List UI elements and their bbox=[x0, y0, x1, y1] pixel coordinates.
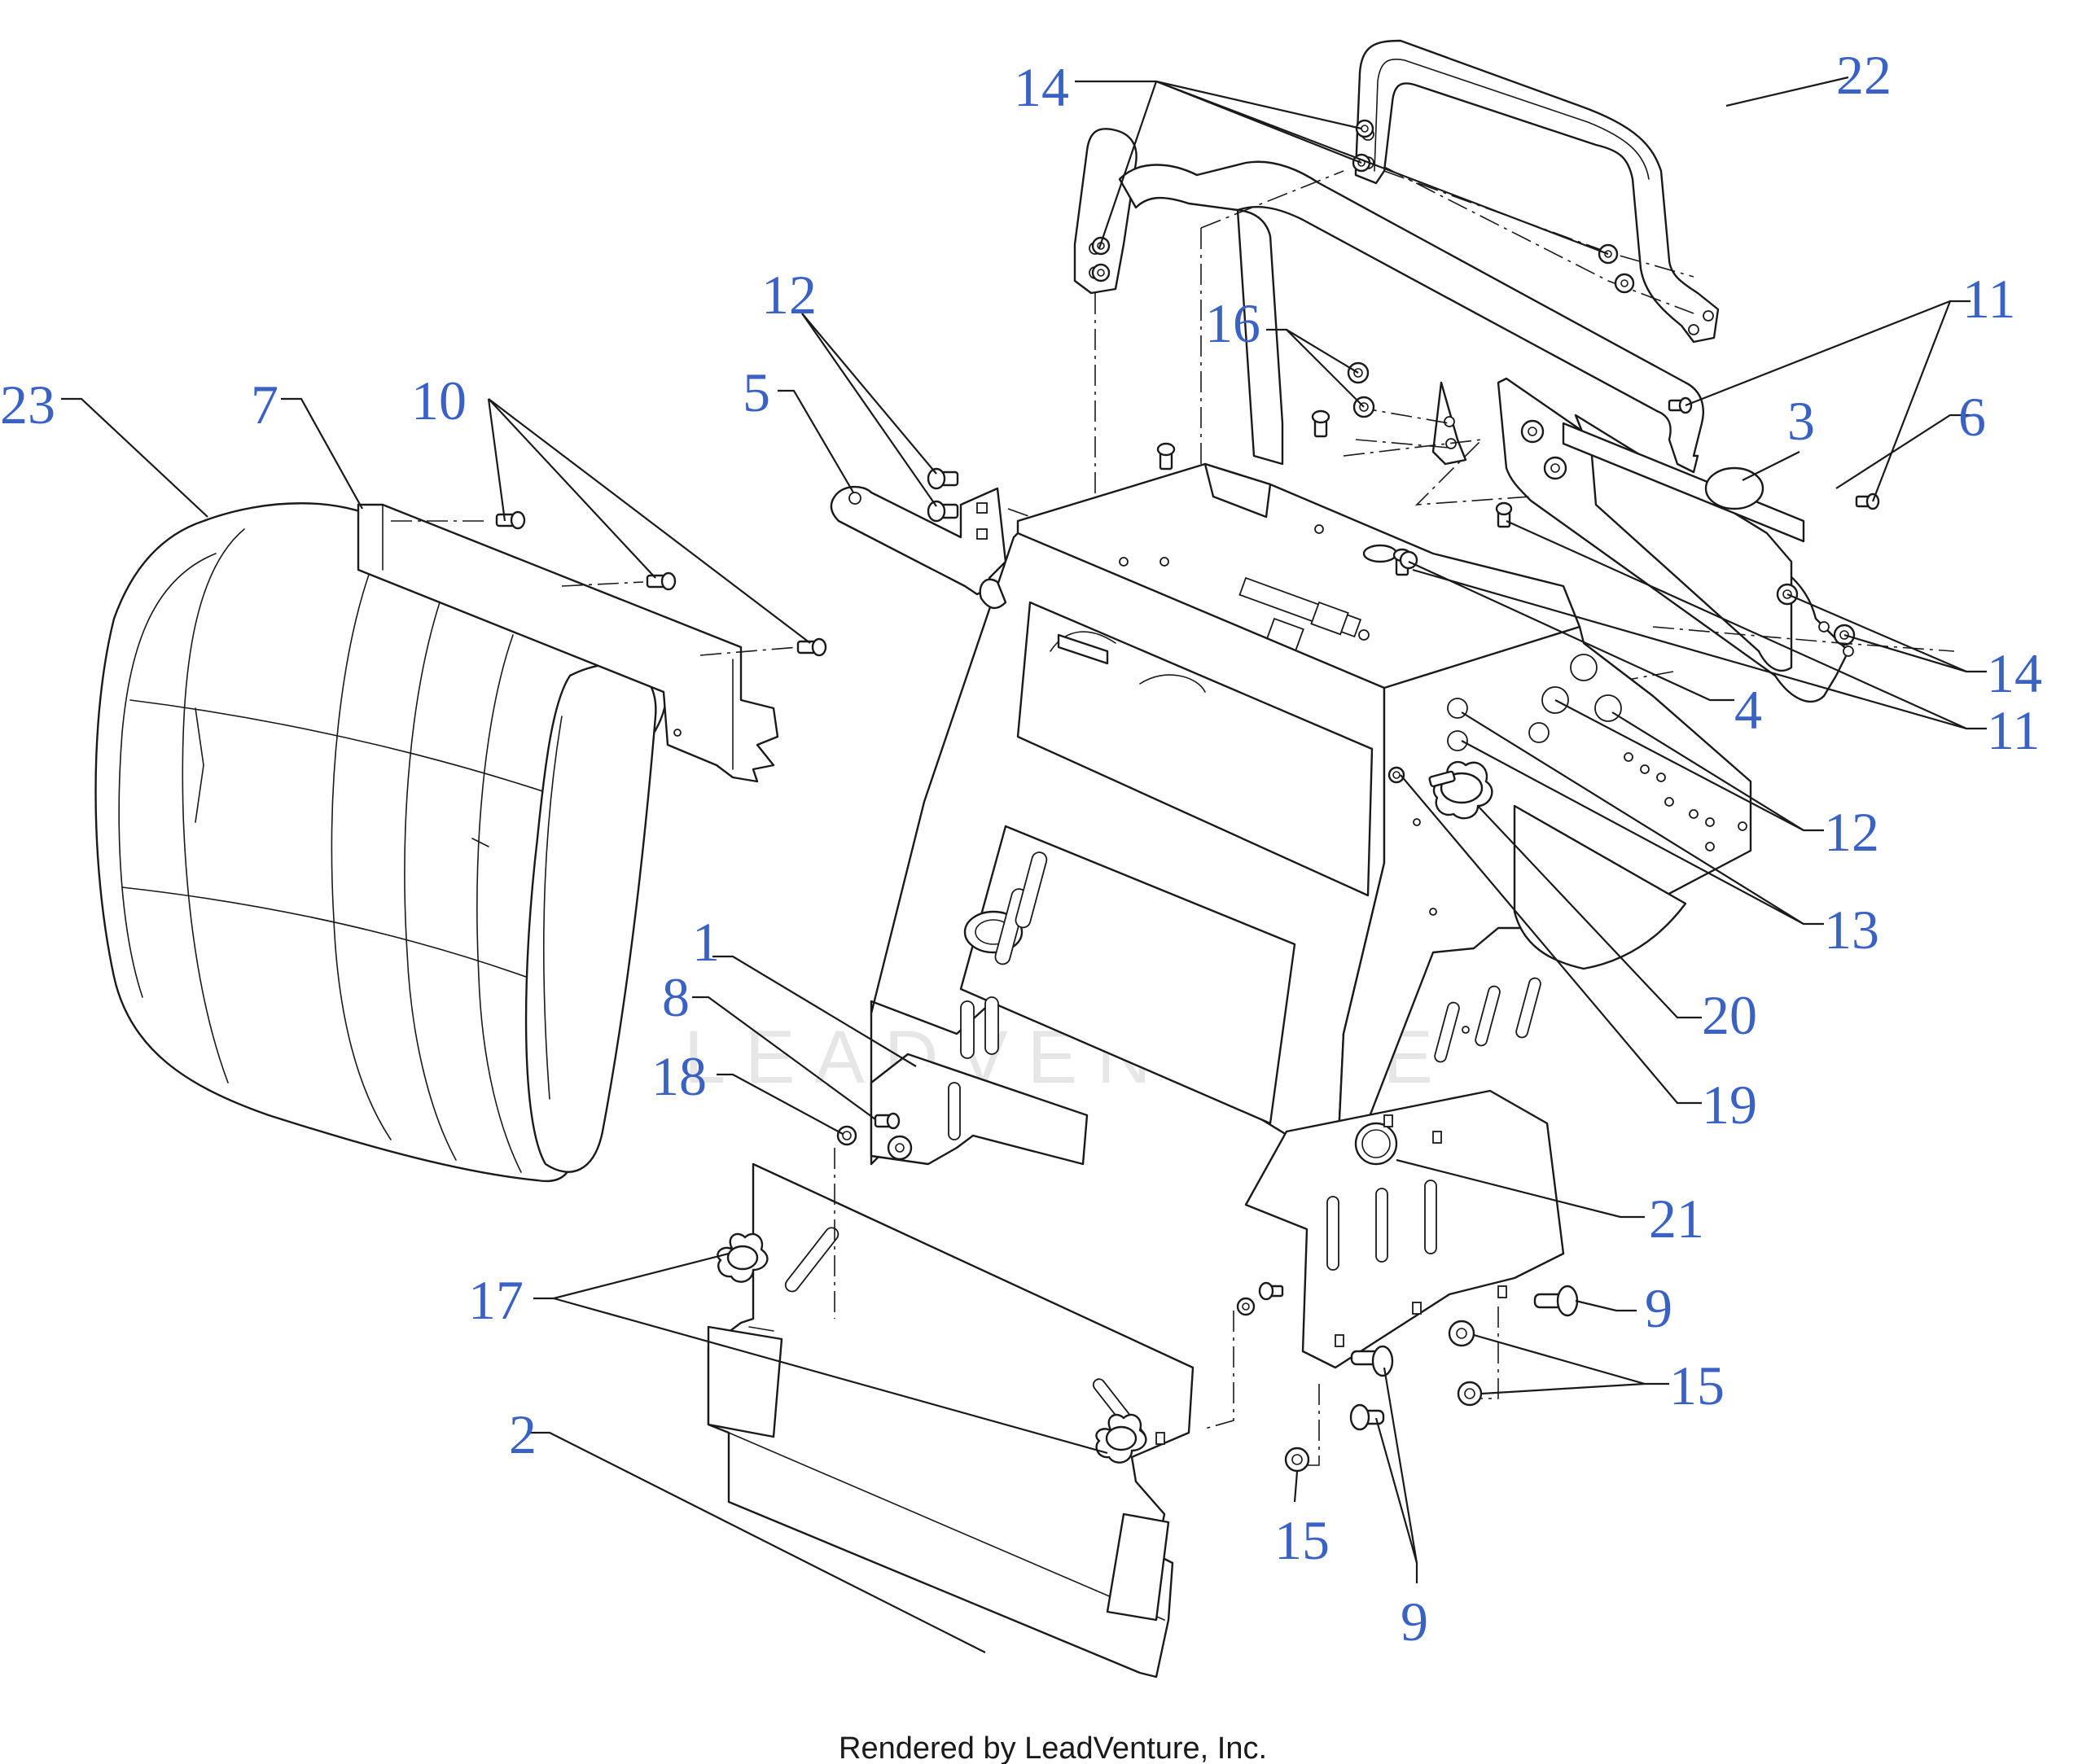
bolt-icon bbox=[1495, 501, 1513, 528]
washers-part-14a bbox=[1598, 243, 1635, 294]
bolt-icon bbox=[646, 571, 677, 591]
assembly-line bbox=[1355, 439, 1450, 449]
assembly-line bbox=[1652, 626, 1955, 652]
callout-19: 19 bbox=[1702, 1074, 1757, 1136]
knob-icon bbox=[717, 1232, 769, 1283]
callout-15-right: 15 bbox=[1669, 1355, 1725, 1416]
bolt-icon bbox=[1311, 409, 1330, 438]
bolt-icon bbox=[1668, 396, 1693, 414]
assembly-line bbox=[1343, 438, 1532, 506]
bolt-icon bbox=[1156, 442, 1176, 471]
washer-icon bbox=[1399, 550, 1418, 570]
callout-8: 8 bbox=[662, 966, 690, 1028]
callout-4: 4 bbox=[1734, 679, 1762, 741]
callout-22: 22 bbox=[1836, 44, 1892, 106]
pins-part-9 bbox=[1349, 1285, 1579, 1431]
assembly-line bbox=[1383, 170, 1694, 278]
assembly-line bbox=[1204, 1311, 1234, 1429]
callout-14-upper: 14 bbox=[1014, 56, 1069, 118]
nuts-part-16 bbox=[1347, 361, 1375, 418]
nut-icon bbox=[1457, 1381, 1483, 1407]
nut-icon bbox=[1284, 1447, 1310, 1473]
callout-11-lower: 11 bbox=[1987, 699, 2040, 761]
callout-1: 1 bbox=[692, 911, 720, 973]
callout-6: 6 bbox=[1958, 386, 1986, 448]
callout-3: 3 bbox=[1787, 390, 1815, 452]
washer-part-18 bbox=[836, 1125, 857, 1146]
callout-9-right: 9 bbox=[1645, 1277, 1672, 1339]
stud-part-8 bbox=[874, 1112, 901, 1130]
bolts-part-10 bbox=[391, 510, 827, 657]
callout-11-upper: 11 bbox=[1962, 268, 2015, 330]
frame-part-1 bbox=[870, 462, 1752, 1369]
knob-part-20 bbox=[1428, 760, 1493, 820]
callout-9-lower: 9 bbox=[1401, 1591, 1428, 1652]
nut-icon bbox=[1833, 624, 1856, 646]
guard-part-2 bbox=[707, 1162, 1195, 1679]
handle-part-22 bbox=[1354, 39, 1720, 344]
footer-credit: Rendered by LeadVenture, Inc. bbox=[839, 1731, 1267, 1764]
callout-5: 5 bbox=[743, 361, 770, 423]
callout-17: 17 bbox=[468, 1269, 524, 1331]
assembly-line bbox=[1383, 166, 1694, 314]
pin-icon bbox=[1533, 1285, 1579, 1317]
stud-icon bbox=[927, 467, 959, 490]
bolt-icon bbox=[796, 637, 827, 657]
callout-labels: 23 7 10 12 5 14 22 16 11 3 6 14 11 4 12 … bbox=[0, 44, 2042, 1652]
assembly-line bbox=[1307, 1384, 1320, 1466]
knob-icon bbox=[979, 578, 1007, 610]
assembly-line bbox=[1200, 170, 1344, 229]
nut-icon bbox=[1520, 419, 1545, 444]
stud-icon bbox=[927, 500, 959, 523]
pin-icon bbox=[1350, 1345, 1394, 1377]
leader-lines bbox=[61, 76, 1987, 1653]
nut-icon bbox=[887, 1135, 913, 1161]
callout-2: 2 bbox=[509, 1403, 537, 1465]
assembly-line bbox=[1480, 1307, 1499, 1399]
callout-21: 21 bbox=[1649, 1188, 1704, 1250]
plate-part-3 bbox=[1497, 377, 1856, 703]
callout-10: 10 bbox=[411, 370, 467, 431]
callout-13: 13 bbox=[1824, 899, 1879, 961]
bracket-part-5 bbox=[830, 467, 1043, 596]
callout-16: 16 bbox=[1205, 292, 1260, 354]
callout-15-lower: 15 bbox=[1274, 1509, 1330, 1571]
stud-icon bbox=[1236, 1281, 1284, 1316]
nut-icon bbox=[1091, 263, 1111, 282]
knobs-part-17 bbox=[717, 1232, 1147, 1464]
bolts-part-4 bbox=[1156, 409, 1418, 576]
handle-lower bbox=[1073, 119, 1704, 474]
seat-bracket-part-7 bbox=[357, 503, 779, 783]
washer-part-19 bbox=[1387, 766, 1405, 784]
callout-12-upper: 12 bbox=[761, 264, 817, 326]
seat-part-23 bbox=[94, 502, 668, 1183]
nut-icon bbox=[1543, 456, 1567, 480]
callout-20: 20 bbox=[1702, 984, 1757, 1046]
callout-12-lower: 12 bbox=[1824, 801, 1879, 863]
nuts-part-15 bbox=[1284, 1320, 1483, 1473]
bolt-icon bbox=[495, 510, 526, 530]
knob-icon bbox=[1095, 1413, 1147, 1464]
bolts-part-11 bbox=[1495, 396, 1880, 528]
callout-14-right: 14 bbox=[1987, 642, 2042, 704]
callout-7: 7 bbox=[251, 374, 278, 436]
callout-23: 23 bbox=[0, 374, 55, 436]
washer-icon bbox=[1614, 273, 1635, 294]
callout-18: 18 bbox=[651, 1045, 707, 1107]
nut-icon bbox=[1448, 1320, 1475, 1347]
